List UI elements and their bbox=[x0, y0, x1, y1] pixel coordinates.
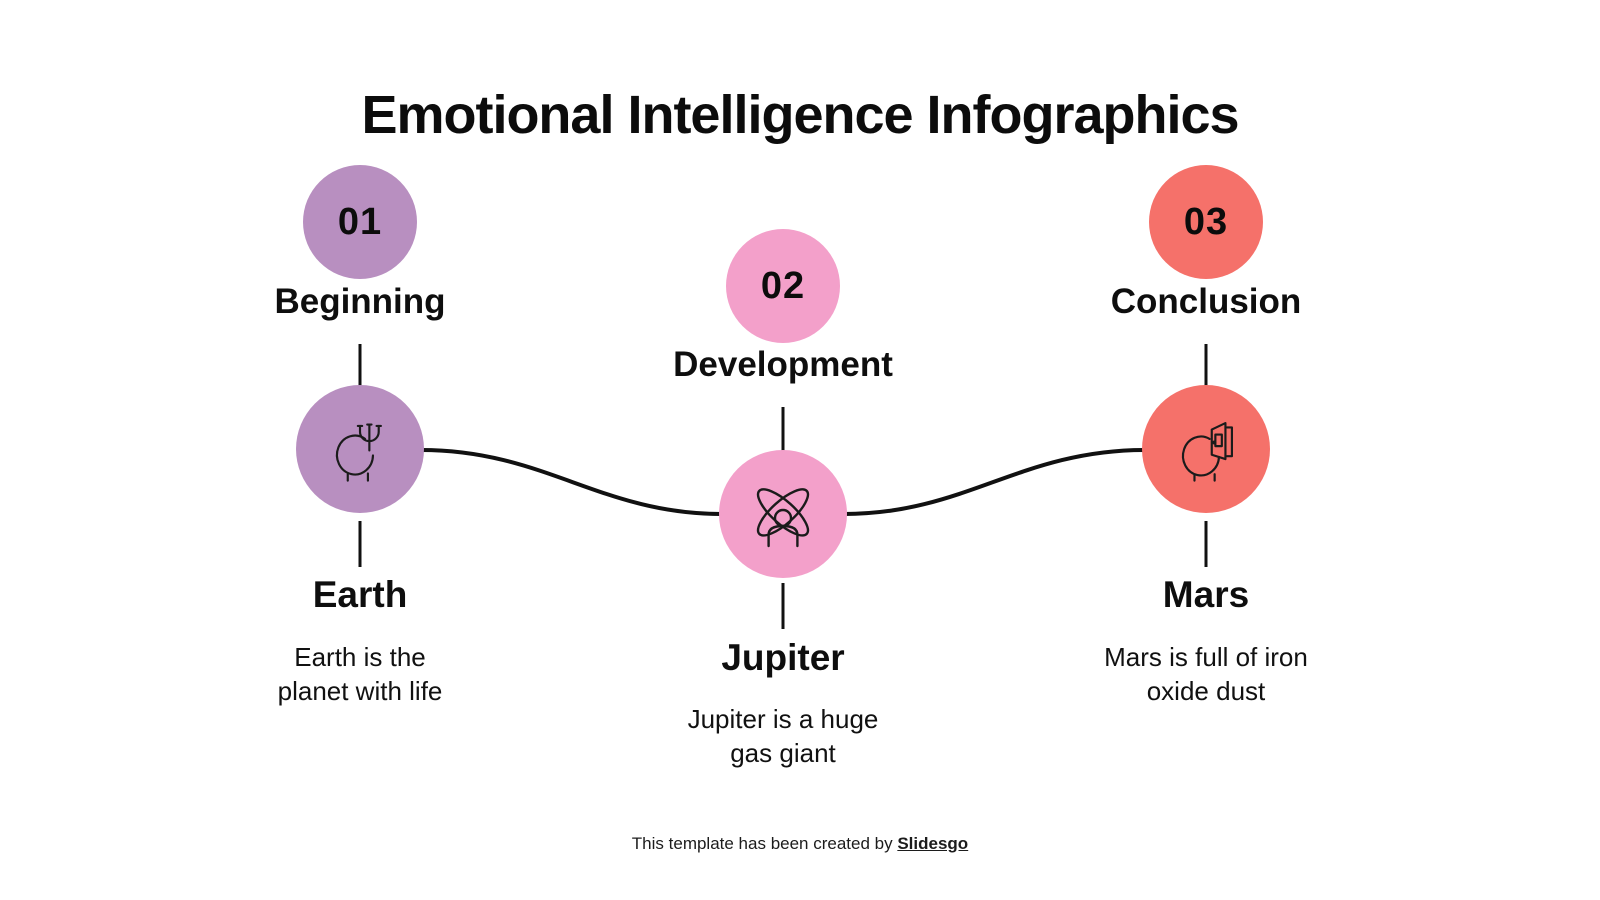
connector-jupiter-mars bbox=[842, 448, 1147, 516]
vertical-connector bbox=[358, 344, 362, 389]
planet-description: Mars is full of iron oxide dust bbox=[1104, 640, 1308, 708]
vertical-connector bbox=[781, 407, 785, 452]
step-number-circle: 03 bbox=[1149, 165, 1263, 279]
vertical-connector bbox=[358, 521, 362, 567]
description-line: gas giant bbox=[730, 738, 836, 768]
step-number-circle: 01 bbox=[303, 165, 417, 279]
connector-earth-jupiter bbox=[419, 448, 724, 516]
step-column-beginning: 01 Beginning Earth Earth is the planet w… bbox=[170, 0, 550, 900]
step-label: Development bbox=[673, 345, 893, 384]
step-number: 01 bbox=[337, 200, 383, 243]
step-number-circle: 02 bbox=[726, 229, 840, 343]
vertical-connector bbox=[1204, 521, 1208, 567]
slide-title: Emotional Intelligence Infographics bbox=[361, 85, 1239, 145]
step-column-development: 02 Development Jupiter Jupiter is a huge… bbox=[593, 0, 973, 900]
vertical-connector bbox=[781, 583, 785, 629]
footer-credit: This template has been created by Slides… bbox=[0, 834, 1600, 854]
open-door-mind-icon bbox=[1181, 422, 1233, 482]
footer-text: This template has been created by bbox=[631, 834, 898, 853]
description-line: planet with life bbox=[277, 676, 443, 706]
planet-name: Jupiter bbox=[721, 637, 845, 678]
step-number: 02 bbox=[760, 264, 806, 307]
vertical-connector bbox=[1204, 344, 1208, 389]
planet-description: Jupiter is a huge gas giant bbox=[688, 702, 879, 770]
description-line: Mars is full of iron bbox=[1104, 642, 1308, 672]
planet-name: Mars bbox=[1162, 574, 1250, 615]
step-icon-circle bbox=[1142, 385, 1270, 513]
slidesgo-link[interactable]: Slidesgo bbox=[897, 834, 969, 853]
step-icon-circle bbox=[719, 450, 847, 578]
planet-name: Earth bbox=[312, 574, 408, 615]
description-line: Earth is the bbox=[294, 642, 426, 672]
step-column-conclusion: 03 Conclusion Mars Mars is full of iron … bbox=[1016, 0, 1396, 900]
step-icon-circle bbox=[296, 385, 424, 513]
step-number: 03 bbox=[1183, 200, 1229, 243]
description-line: oxide dust bbox=[1146, 676, 1266, 706]
step-label: Beginning bbox=[274, 282, 446, 321]
description-line: Jupiter is a huge bbox=[687, 704, 879, 734]
planet-description: Earth is the planet with life bbox=[278, 640, 443, 708]
psychology-head-icon bbox=[335, 423, 382, 482]
step-label: Conclusion bbox=[1110, 282, 1302, 321]
person-atom-icon bbox=[756, 488, 810, 548]
